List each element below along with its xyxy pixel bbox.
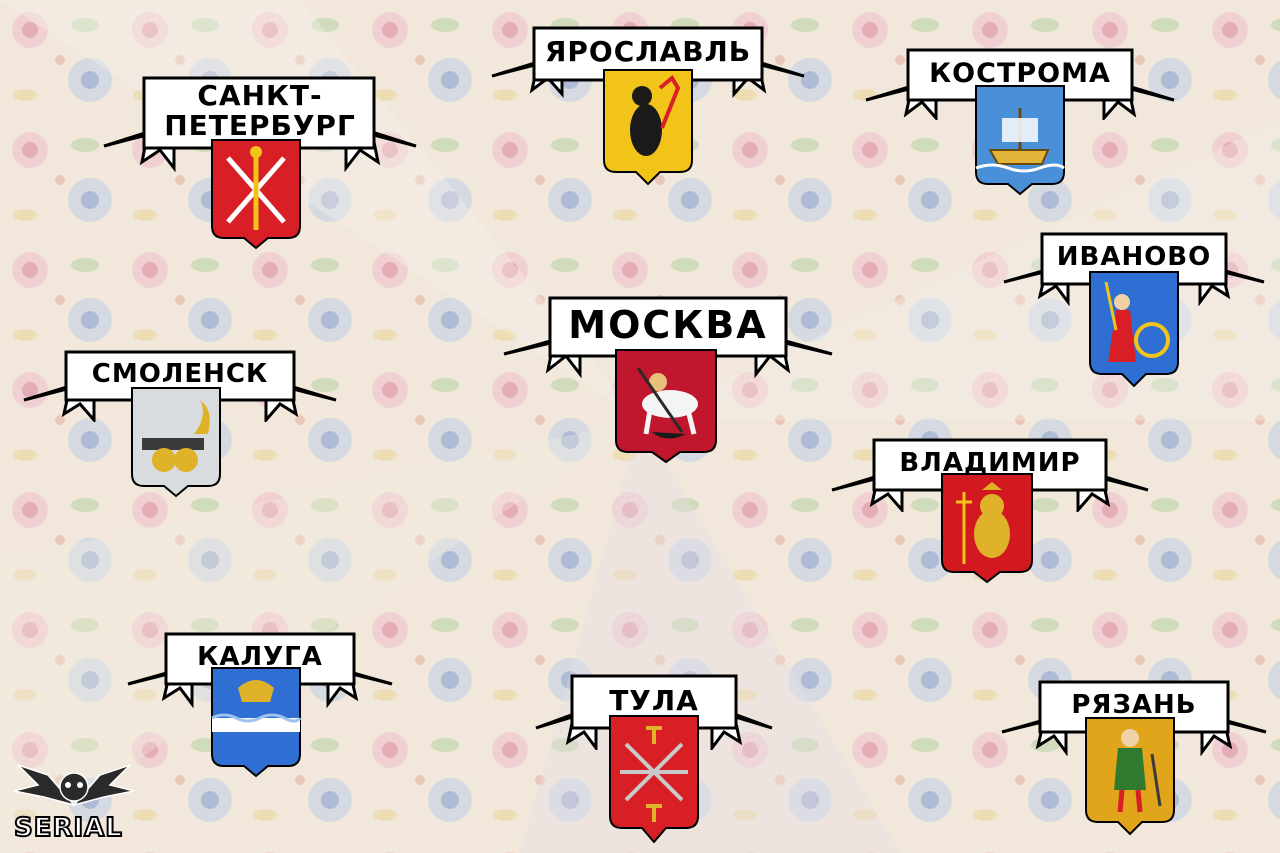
city-name: КАЛУГА [197,642,323,672]
city-name: ТУЛА [609,684,699,717]
city-name-line1: САНКТ- [197,79,323,112]
coat-of-arms-vladimir [941,473,1033,584]
coat-of-arms-tula [609,715,699,844]
city-node-smolensk: СМОЛЕНСК [20,342,340,500]
ribbon-banner [103,76,417,172]
city-node-kostroma: КОСТРОМА [860,40,1180,196]
bird-emblem-icon [13,764,135,807]
city-node-tula: ТУЛА [532,670,776,846]
ribbon-banner [503,296,833,379]
city-node-kaluga: КАЛУГА [124,628,396,778]
city-node-moscow: МОСКВА [500,292,836,464]
coat-of-arms-kaluga [211,667,302,778]
city-node-vladimir: ВЛАДИМИР [828,432,1152,584]
ribbon-banner [1001,680,1267,756]
city-node-yaroslavl: ЯРОСЛАВЛЬ [486,18,810,186]
city-name: РЯЗАНЬ [1071,690,1197,720]
city-name: МОСКВА [568,303,768,347]
coat-of-arms-moscow [615,349,717,464]
city-node-ryazan: РЯЗАНЬ [998,676,1270,838]
city-name: ЯРОСЛАВЛЬ [544,35,752,68]
city-name: ИВАНОВО [1056,242,1212,272]
coat-of-arms-ivanovo [1089,271,1179,388]
coat-of-arms-kostroma [975,85,1065,196]
city-name: ВЛАДИМИР [899,448,1081,478]
coat-of-arms-petersburg [211,139,301,250]
serial-logo: SERIAL [8,735,140,845]
logo-text: SERIAL [13,813,123,843]
coat-of-arms-ryazan [1085,717,1175,836]
city-node-ivanovo: ИВАНОВО [1000,226,1268,388]
coat-of-arms-yaroslavl [603,69,693,186]
city-name: СМОЛЕНСК [91,359,269,389]
city-name: КОСТРОМА [929,58,1111,89]
city-name-line2: ПЕТЕРБУРГ [164,109,356,142]
coat-of-arms-smolensk [131,387,221,498]
city-node-petersburg: САНКТ- ПЕТЕРБУРГ [100,72,420,252]
